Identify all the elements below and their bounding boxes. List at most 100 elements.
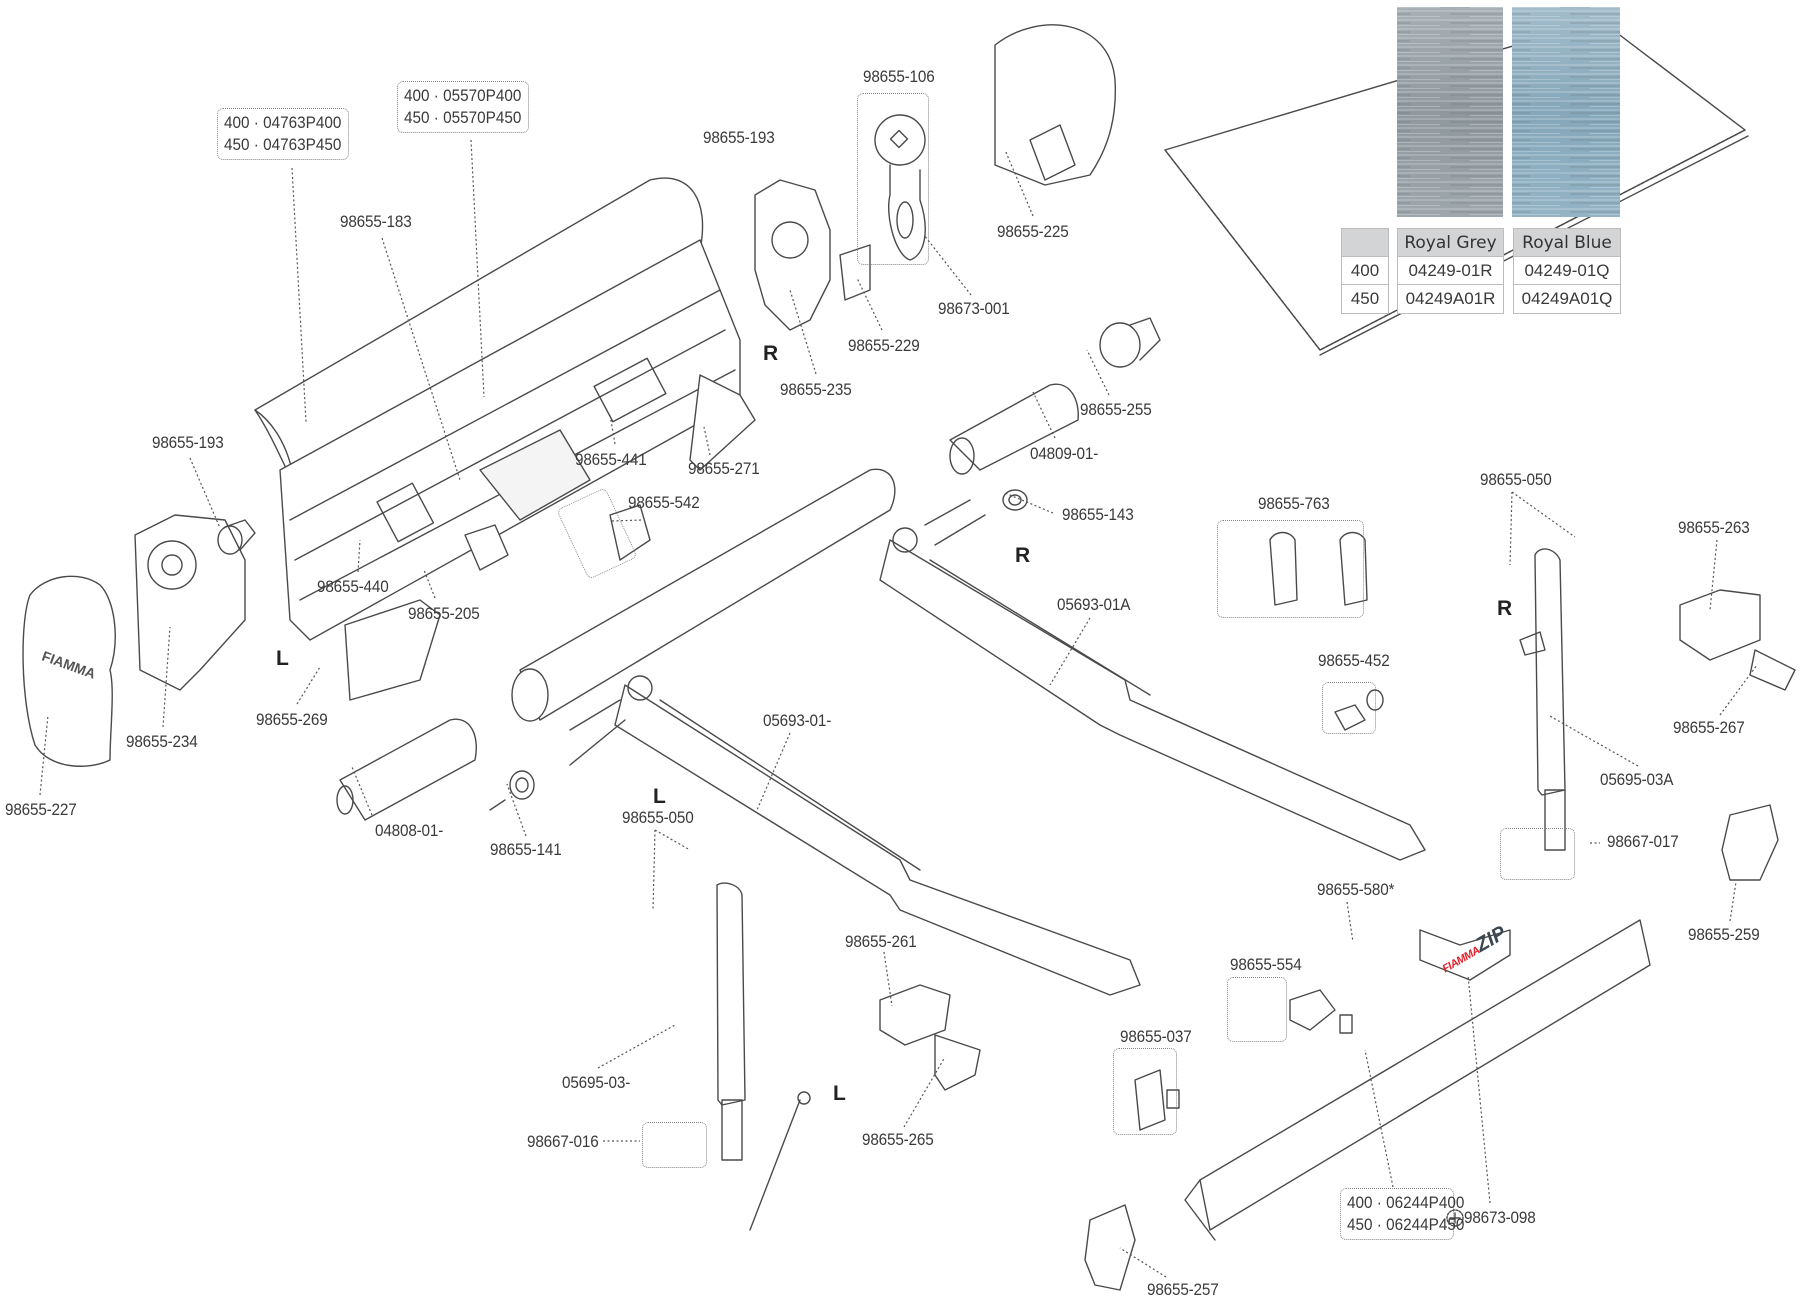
roller-end-right xyxy=(949,383,1079,475)
kit-label-98655-106: 98655-106 xyxy=(863,67,935,86)
part-label-04808-01: 04808-01- xyxy=(375,821,444,840)
kit-box-98667-016 xyxy=(642,1122,707,1168)
spring-left xyxy=(489,770,535,811)
roller-end-left xyxy=(336,718,477,821)
kit-label-98655-542: 98655-542 xyxy=(628,493,700,512)
part-label-98655-441: 98655-441 xyxy=(575,450,647,469)
side-marker-right: R xyxy=(763,342,779,365)
clip-205 xyxy=(464,524,509,571)
part-label-98655-229: 98655-229 xyxy=(848,336,920,355)
part-label-98655-225: 98655-225 xyxy=(997,222,1069,241)
part-label-98655-193-left: 98655-193 xyxy=(152,433,224,452)
size-box-line: 450 · 06244P450 xyxy=(1347,1215,1465,1234)
fabric-table-header-royal-grey: Royal Grey xyxy=(1397,228,1504,258)
sleeve-left xyxy=(217,519,256,555)
part-label-98655-050-left: 98655-050 xyxy=(622,808,694,827)
pin-265 xyxy=(934,1034,981,1091)
plus-icon xyxy=(1446,1209,1464,1227)
fabric-table-cell: 04249-01Q xyxy=(1513,256,1621,286)
swatch-royal-grey-texture xyxy=(1397,7,1503,217)
part-label-98655-440: 98655-440 xyxy=(317,577,389,596)
part-label-98655-205: 98655-205 xyxy=(408,604,480,623)
gear-housing-left xyxy=(134,514,246,691)
part-label-98655-235: 98655-235 xyxy=(780,380,852,399)
arm-right xyxy=(879,499,1426,861)
part-label-05693-01A: 05693-01A xyxy=(1057,595,1131,614)
fabric-table-corner xyxy=(1341,228,1389,258)
part-label-98655-580: 98655-580* xyxy=(1317,880,1395,899)
size-box-line: 400 · 06244P400 xyxy=(1347,1193,1465,1212)
part-label-98655-261: 98655-261 xyxy=(845,932,917,951)
side-marker-left: L xyxy=(833,1082,846,1105)
part-label-98673-001: 98673-001 xyxy=(938,299,1010,318)
part-label-98655-227: 98655-227 xyxy=(5,800,77,819)
fabric-table-size-450: 450 xyxy=(1341,284,1389,314)
part-label-98655-183: 98655-183 xyxy=(340,212,412,231)
size-box-line: 450 · 04763P450 xyxy=(224,135,342,154)
size-box-front-bar: 400 · 06244P400 450 · 06244P450 xyxy=(1340,1188,1465,1240)
size-box-line: 400 · 05570P400 xyxy=(404,86,522,105)
part-label-98655-267: 98655-267 xyxy=(1673,718,1745,737)
bracket-229 xyxy=(839,244,871,301)
side-marker-right: R xyxy=(1015,544,1031,567)
bracket-271 xyxy=(689,374,756,471)
kit-label-98655-452: 98655-452 xyxy=(1318,651,1390,670)
part-label-98655-141: 98655-141 xyxy=(490,840,562,859)
part-label-98655-271: 98655-271 xyxy=(688,459,760,478)
cassette-profile xyxy=(279,239,741,641)
kit-label-98655-763: 98655-763 xyxy=(1258,494,1330,513)
spring-right xyxy=(1002,489,1028,511)
fabric-table-header-royal-blue: Royal Blue xyxy=(1513,228,1621,258)
kit-box-98667-017 xyxy=(1500,828,1575,880)
fabric-table-cell: 04249A01R xyxy=(1397,284,1504,314)
fabric-table-cell: 04249A01Q xyxy=(1513,284,1621,314)
size-box-line: 400 · 04763P400 xyxy=(224,113,342,132)
fabric-table-size-400: 400 xyxy=(1341,256,1389,286)
part-label-98655-255: 98655-255 xyxy=(1080,400,1152,419)
kit-label-98655-554: 98655-554 xyxy=(1230,955,1302,974)
kit-label-98655-037: 98655-037 xyxy=(1120,1027,1192,1046)
size-box-cover: 400 · 04763P400 450 · 04763P450 xyxy=(217,108,349,160)
slider-037 xyxy=(1134,1069,1180,1131)
part-label-98655-269: 98655-269 xyxy=(256,710,328,729)
swatch-royal-blue-texture xyxy=(1512,7,1620,217)
roller-tube xyxy=(511,468,896,722)
support-leg-right xyxy=(1519,548,1566,851)
end-cap-left: FIAMMA xyxy=(22,575,116,767)
kit-box-98655-763 xyxy=(1217,520,1364,618)
end-cap-right xyxy=(994,24,1117,186)
gear-housing-right xyxy=(754,179,831,331)
arm-left xyxy=(569,675,1141,996)
leader-lines xyxy=(39,139,1758,1278)
part-label-98655-234: 98655-234 xyxy=(126,732,198,751)
kit-box-98655-106 xyxy=(857,93,929,265)
channel-580 xyxy=(1419,929,1511,981)
part-label-05695-03A: 05695-03A xyxy=(1600,770,1674,789)
kit-box-98655-037 xyxy=(1113,1048,1177,1135)
bracket-263 xyxy=(1679,589,1761,661)
side-marker-left: L xyxy=(276,647,289,670)
part-label-05693-01: 05693-01- xyxy=(763,711,832,730)
part-label-98655-263: 98655-263 xyxy=(1678,518,1750,537)
crank-socket xyxy=(874,114,926,261)
kit-box-98655-452 xyxy=(1322,682,1376,734)
front-bar xyxy=(1184,919,1651,1241)
fabric-table-cell: 04249-01R xyxy=(1397,256,1504,286)
side-marker-right: R xyxy=(1497,597,1513,620)
part-label-98655-259: 98655-259 xyxy=(1688,925,1760,944)
clip-542 xyxy=(609,504,651,561)
part-label-98655-265: 98655-265 xyxy=(862,1130,934,1149)
slider-554 xyxy=(1289,989,1353,1034)
bracket-269 xyxy=(344,599,441,701)
pin-267 xyxy=(1749,649,1796,691)
kit-label-98667-016: 98667-016 xyxy=(527,1132,599,1151)
part-label-05695-03: 05695-03- xyxy=(562,1073,631,1092)
leg-heads-763 xyxy=(1269,531,1368,606)
size-box-profile: 400 · 05570P400 450 · 05570P450 xyxy=(397,81,529,133)
bracket-261 xyxy=(879,984,951,1046)
size-box-line: 450 · 05570P450 xyxy=(404,108,522,127)
kit-box-98655-554 xyxy=(1227,977,1287,1042)
support-leg-left xyxy=(716,882,811,1231)
end-plug-255 xyxy=(1099,317,1161,368)
